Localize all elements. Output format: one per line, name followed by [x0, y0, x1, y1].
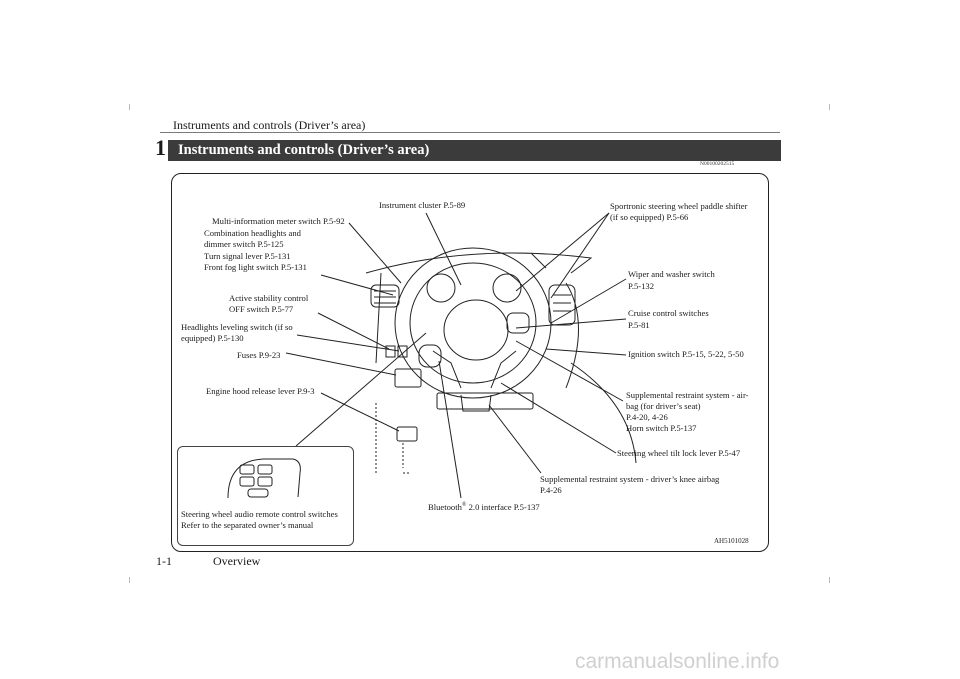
leader-paddle-1: [515, 212, 610, 292]
page-number: 1-1: [156, 554, 172, 568]
header-divider: [160, 132, 780, 133]
crop-mark: [829, 104, 830, 110]
label-headlights-leveling-2: equipped) P.5-130: [181, 333, 244, 343]
wheel-hub: [443, 299, 509, 361]
mode-button-icon: [247, 488, 269, 498]
leader-airbag: [515, 340, 624, 402]
label-cruise-1: Cruise control switches: [628, 308, 709, 318]
left-spoke-buttons: [418, 344, 442, 368]
leader-leveling: [296, 334, 400, 352]
right-vent: [548, 284, 576, 326]
label-turn-signal: Turn signal lever P.5-131: [204, 251, 291, 261]
volume-up-icon: [239, 464, 255, 475]
leveling-switch: [397, 345, 408, 358]
label-srs-airbag-2: bag (for driver’s seat): [626, 401, 701, 411]
label-combination-headlights-1: Combination headlights and: [204, 228, 301, 238]
label-sportronic-2: (if so equipped) P.5-66: [610, 212, 689, 222]
label-srs-airbag-3: P.4-20, 4-26: [626, 412, 668, 422]
right-spoke-buttons: [506, 312, 530, 334]
stability-switch: [385, 345, 396, 358]
gauge-left: [426, 273, 456, 303]
fuse-cover: [394, 368, 422, 388]
steering-column: [460, 394, 492, 412]
knee-panel: [436, 392, 534, 410]
bluetooth-name: Bluetooth: [428, 501, 462, 512]
right-dash-curve: [565, 282, 637, 464]
leader-knee: [488, 404, 542, 474]
label-instrument-cluster: Instrument cluster P.5-89: [379, 200, 466, 210]
label-active-stability-2: OFF switch P.5-77: [229, 304, 294, 314]
leader-multi-info: [348, 222, 402, 284]
label-bluetooth: Bluetooth® 2.0 interface P.5-137: [428, 500, 540, 513]
label-wiper-2: P.5-132: [628, 281, 655, 291]
label-fuses: Fuses P.9-23: [237, 350, 281, 360]
label-front-fog: Front fog light switch P.5-131: [204, 262, 307, 272]
section-code: N00100202515: [700, 161, 735, 167]
left-vent: [370, 284, 400, 308]
leader-bluetooth: [438, 360, 462, 499]
figure-frame: [171, 173, 769, 552]
crop-mark: [129, 104, 130, 110]
section-banner: Instruments and controls (Driver’s area): [168, 140, 781, 161]
steering-wheel-inner: [409, 262, 537, 384]
leader-wiper: [550, 278, 627, 324]
dashboard-illustration: [285, 212, 637, 499]
label-horn: Horn switch P.5-137: [626, 423, 697, 433]
label-ignition: Ignition switch P.5-15, 5-22, 5-50: [628, 349, 744, 359]
registered-mark: ®: [461, 502, 467, 508]
label-multi-info-switch: Multi-information meter switch P.5-92: [212, 216, 345, 226]
leader-fuses: [285, 352, 397, 376]
label-srs-airbag-1: Supplemental restraint system - air-: [626, 390, 749, 400]
volume-down-icon: [239, 476, 255, 487]
crop-mark: [129, 577, 130, 583]
watermark: carmanualsonline.info: [575, 650, 780, 673]
audio-remote-inset: Steering wheel audio remote control swit…: [177, 446, 354, 546]
leader-cruise: [515, 318, 627, 329]
steering-wheel-outer: [394, 247, 552, 399]
footer-section: Overview: [213, 554, 261, 568]
leader-combination: [320, 274, 394, 296]
seek-down-icon: [257, 476, 273, 487]
gauge-right: [492, 273, 522, 303]
label-cruise-2: P.5-81: [628, 320, 650, 330]
leader-paddle-2: [550, 212, 610, 299]
label-combination-headlights-2: dimmer switch P.5-125: [204, 239, 284, 249]
hood-release: [396, 426, 418, 442]
label-knee-airbag-2: P.4-26: [540, 485, 562, 495]
label-headlights-leveling-1: Headlights leveling switch (if so: [181, 322, 293, 332]
label-audio-remote-2: Refer to the separated owner’s manual: [181, 520, 314, 530]
label-wiper-1: Wiper and washer switch: [628, 269, 715, 279]
chapter-number: 1: [155, 135, 166, 160]
bluetooth-rest: 2.0 interface P.5-137: [466, 501, 540, 512]
label-active-stability-1: Active stability control: [229, 293, 309, 303]
leader-audio: [295, 332, 427, 447]
audio-remote-switch-illustration: [227, 458, 301, 499]
label-engine-hood: Engine hood release lever P.9-3: [206, 386, 315, 396]
label-tilt-lock: Steering wheel tilt lock lever P.5-47: [617, 448, 741, 458]
crop-mark: [829, 577, 830, 583]
label-audio-remote-1: Steering wheel audio remote control swit…: [181, 509, 338, 519]
leader-cluster: [425, 212, 462, 286]
leader-stability: [317, 312, 390, 350]
section-title: Instruments and controls (Driver’s area): [178, 142, 430, 158]
leader-tilt: [500, 382, 617, 454]
leader-ignition: [545, 348, 627, 356]
seek-up-icon: [257, 464, 273, 475]
running-header: Instruments and controls (Driver’s area): [173, 118, 366, 132]
label-knee-airbag-1: Supplemental restraint system - driver’s…: [540, 474, 720, 484]
label-sportronic-1: Sportronic steering wheel paddle shifter: [610, 201, 748, 211]
leader-hood: [320, 392, 400, 432]
figure-id: AH5101028: [714, 537, 749, 545]
